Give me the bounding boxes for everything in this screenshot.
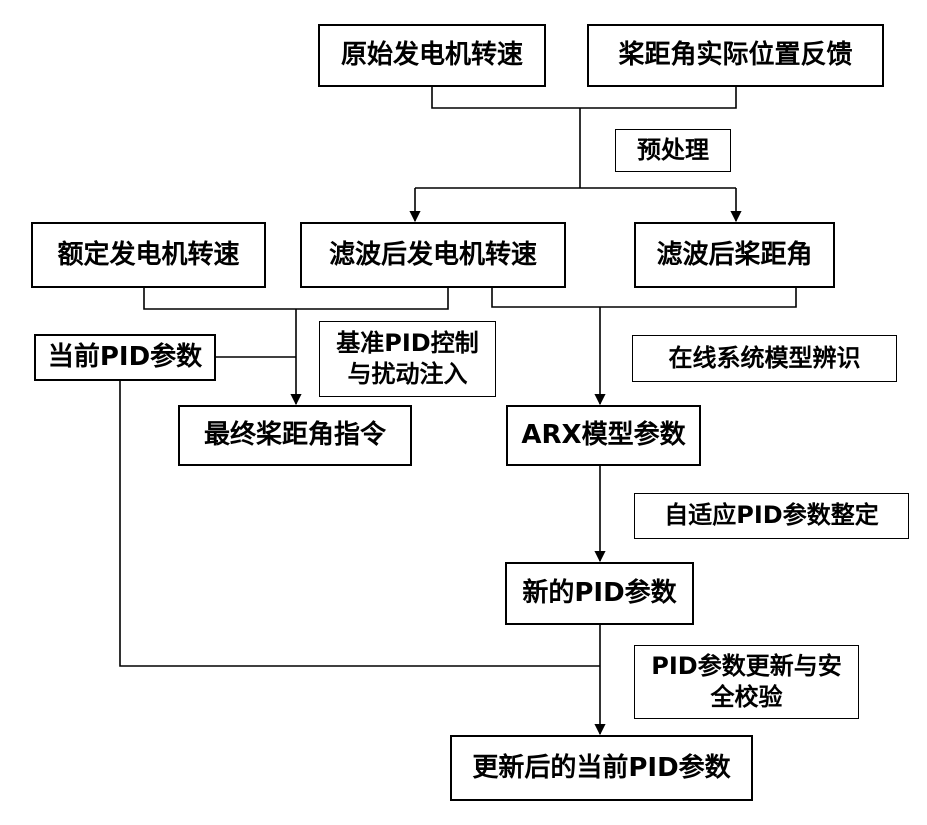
label-adaptive-tuning: 自适应PID参数整定 (634, 493, 909, 539)
merge-line-raw-inputs (432, 87, 736, 108)
label-update-check-line1: PID参数更新与安 (651, 651, 841, 682)
node-pitch-position-feedback: 桨距角实际位置反馈 (587, 24, 884, 87)
node-filtered-pitch-angle: 滤波后桨距角 (634, 222, 835, 288)
merge-line-rated-filtered (144, 288, 448, 309)
merge-line-identification (492, 288, 796, 307)
label-preprocessing: 预处理 (615, 129, 731, 172)
label-update-check: PID参数更新与安 全校验 (634, 645, 859, 719)
label-online-identification: 在线系统模型辨识 (632, 335, 897, 382)
label-baseline-pid-line2: 与扰动注入 (348, 359, 468, 390)
node-filtered-generator-speed: 滤波后发电机转速 (300, 222, 566, 288)
node-rated-generator-speed: 额定发电机转速 (31, 222, 266, 288)
node-raw-generator-speed: 原始发电机转速 (318, 24, 546, 87)
label-baseline-pid-line1: 基准PID控制 (336, 328, 478, 359)
node-current-pid-params: 当前PID参数 (34, 334, 216, 381)
node-updated-current-pid-params: 更新后的当前PID参数 (450, 735, 753, 801)
node-new-pid-params: 新的PID参数 (505, 562, 694, 625)
node-final-pitch-command: 最终桨距角指令 (178, 405, 412, 466)
label-baseline-pid: 基准PID控制 与扰动注入 (319, 321, 496, 397)
label-update-check-line2: 全校验 (711, 682, 783, 713)
node-arx-model-params: ARX模型参数 (506, 405, 701, 466)
